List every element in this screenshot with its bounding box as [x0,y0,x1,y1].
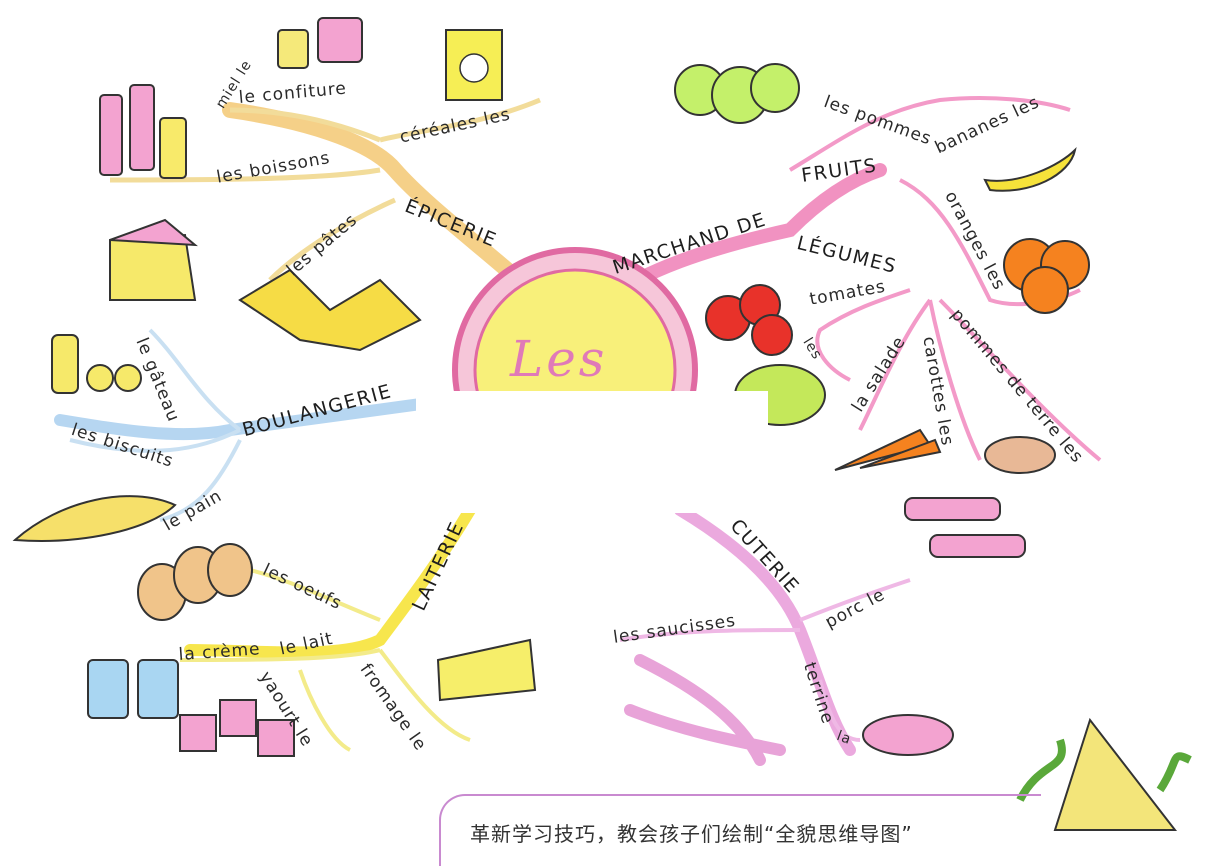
blank-overlay [416,391,768,513]
tomatoes-icon [705,284,793,356]
center-title: Les [510,330,608,388]
carrots-icon [834,428,942,471]
jam-jars-icon [277,17,363,69]
branch-boulangerie [54,394,456,441]
cereal-box-icon [445,29,503,101]
eggs-icon [137,543,253,621]
cheese-icon [436,638,537,702]
milk-cartons-icon [87,659,179,719]
sausages-icon [624,654,786,766]
tree-icon [1016,717,1192,831]
terrine-icon [862,714,954,756]
bananas-icon [983,146,1077,192]
pasta-icon [238,268,422,352]
branch-laiterie [184,504,476,659]
branch-epicerie [222,102,548,308]
apples-icon [674,63,800,124]
caption-text: 革新学习技巧，教会孩子们绘制“全貌思维导图” [470,822,913,846]
cake-icon [109,218,198,301]
caption-frame [439,794,1041,866]
yogurts-icon [179,699,295,757]
bottles-icon [99,84,187,179]
potatoes-icon [984,436,1056,474]
biscuits-icon [51,334,142,394]
oranges-icon [1003,238,1090,314]
pork-icon [904,497,1026,558]
bread-icon [12,495,177,542]
